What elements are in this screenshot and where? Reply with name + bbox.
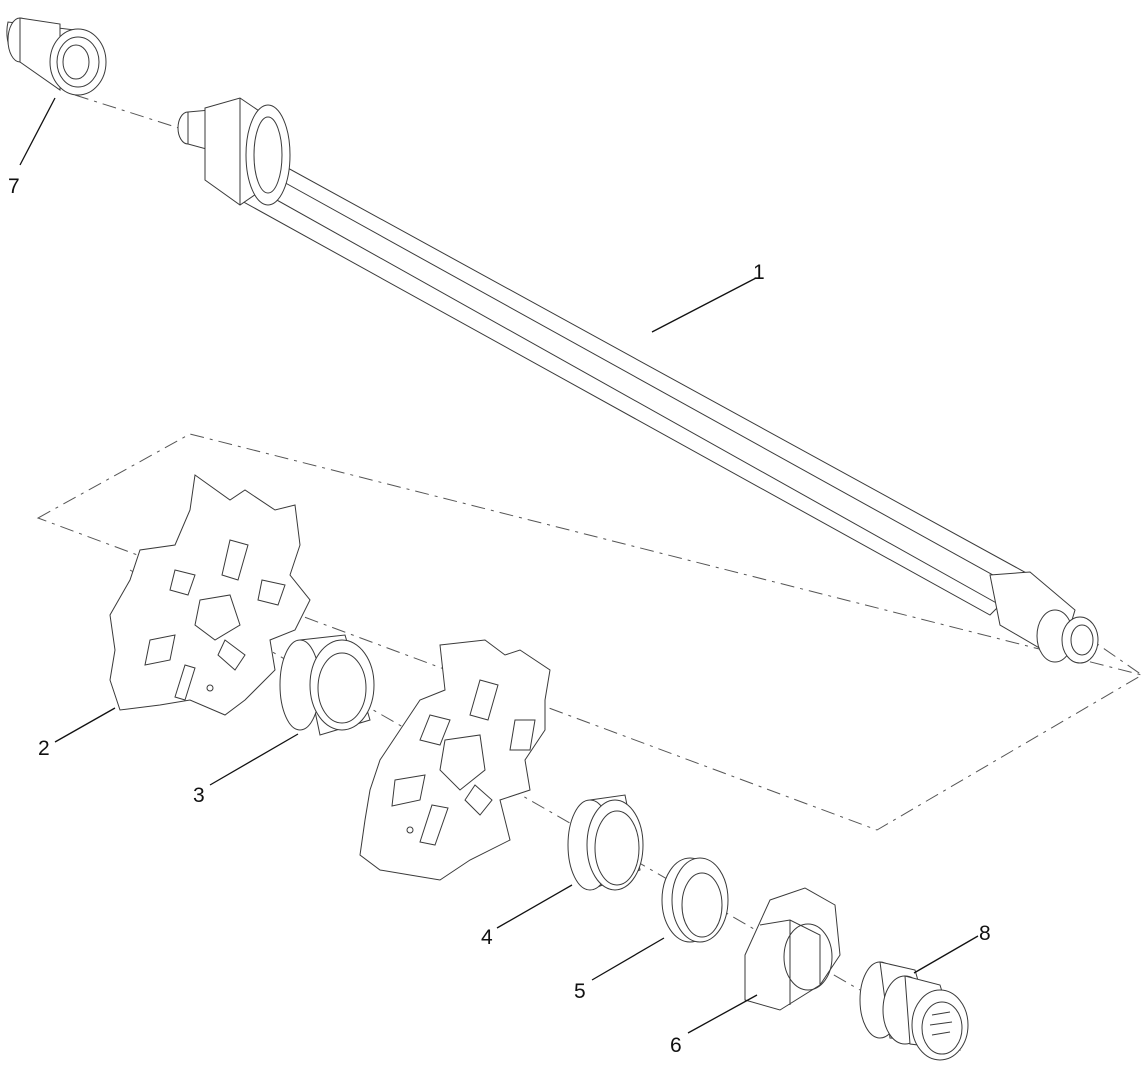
leader-2 [54,707,116,743]
callout-1: 1 [753,261,765,284]
washer-icon [661,857,729,943]
hex-shaft-icon [177,97,1099,664]
callout-4: 4 [481,926,493,949]
callout-2: 2 [38,737,50,760]
callout-7: 7 [8,175,20,198]
axis-line-top [74,94,186,131]
callout-3: 3 [193,784,205,807]
bearing-left-icon [6,17,107,96]
leader-6 [687,994,758,1034]
spacer-large-icon [279,634,375,736]
bearing-right-icon [859,961,969,1061]
leader-7 [19,97,56,166]
rotor-blade-1-icon [109,474,311,716]
callout-5: 5 [574,980,586,1003]
rotor-blade-2-icon [359,639,551,881]
spacer-small-icon [567,794,644,891]
axis-line-bottom [129,569,861,991]
assembly-outline [36,433,1144,831]
leader-4 [496,884,573,929]
leader-5 [591,937,665,981]
leader-1 [651,277,757,333]
hex-nut-icon [744,887,841,1011]
leader-3 [209,733,299,786]
callout-8: 8 [979,922,991,945]
callout-6: 6 [670,1034,682,1057]
leader-8 [913,935,979,974]
